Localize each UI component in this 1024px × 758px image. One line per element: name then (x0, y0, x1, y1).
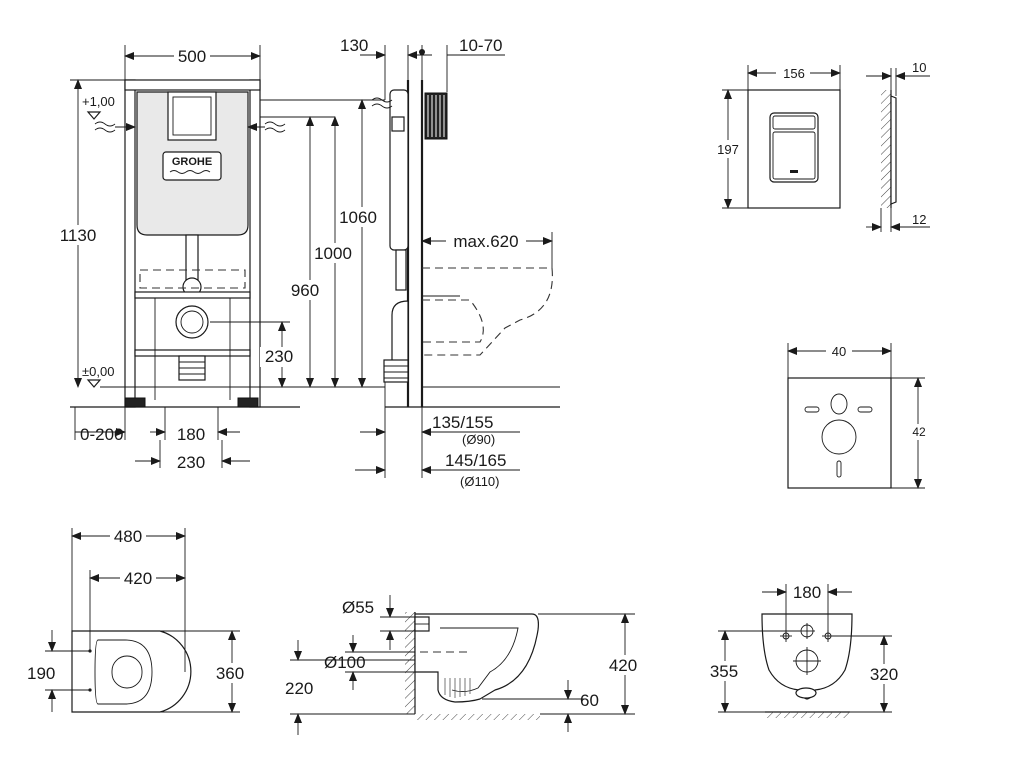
dim-10: 10 (912, 60, 926, 75)
frame-side-view: 130 10-70 max.620 135/155 (Ø90) 145/165 … (340, 36, 560, 489)
dim-960: 960 (291, 281, 319, 300)
left-foot (124, 397, 146, 408)
sound-insulation-pad: 40 42 (787, 342, 930, 489)
side-bowl-outline-dashed (422, 267, 553, 356)
flush-button-mark (790, 170, 798, 173)
bowl-top-view: 480 420 190 360 (27, 526, 248, 713)
grohe-logo-plate (162, 151, 222, 181)
drain-outlet-back (793, 647, 821, 675)
bowl-outline-dashed (139, 269, 246, 289)
dim-420-height: 420 (609, 656, 637, 675)
level-zero-mark (86, 379, 102, 388)
dim-10-70: 10-70 (459, 36, 502, 55)
flush-opening-inner (172, 96, 212, 136)
dim-180-bottom: 180 (177, 425, 205, 444)
bowl-side-inner (440, 627, 519, 693)
dim-d110: (Ø110) (460, 474, 500, 489)
dim-max-620: max.620 (453, 232, 518, 251)
back-floor-hatch (765, 712, 850, 718)
side-drain-bend (391, 300, 409, 372)
top-rail (124, 79, 261, 91)
pad-hole-right (857, 406, 873, 413)
flush-opening (167, 91, 217, 141)
pad-hole-top (830, 393, 848, 415)
dim-180-back: 180 (793, 583, 821, 602)
bowl-top-outline (71, 630, 192, 713)
dim-60: 60 (580, 691, 599, 710)
dim-480: 480 (114, 527, 142, 546)
dim-190: 190 (27, 664, 55, 683)
flush-button-outer (769, 112, 819, 183)
dim-220: 220 (285, 679, 313, 698)
pad-hole-left (804, 406, 820, 413)
dim-1130: 1130 (60, 226, 97, 245)
dim-0-200: 0-200 (80, 425, 123, 444)
dim-355: 355 (710, 662, 738, 681)
dim-1060: 1060 (339, 208, 377, 227)
side-bowl-inner-dashed (422, 299, 484, 343)
frame-front-view: GROHE +1,00 ±0,00 500 (56, 45, 385, 472)
bowl-side-view: Ø55 Ø100 220 420 60 (285, 595, 641, 735)
side-drain-socket (383, 359, 409, 383)
dim-1000: 1000 (314, 244, 352, 263)
dim-d90: (Ø90) (462, 432, 495, 447)
dim-135-155: 135/155 (432, 413, 493, 432)
side-water-inlet-icon (371, 97, 393, 109)
bowl-top-rim (94, 639, 153, 705)
level-zero-label: ±0,00 (82, 364, 114, 379)
pad-hole-drain (821, 419, 857, 455)
water-inlet-left-icon (94, 121, 116, 133)
flush-plate-side (890, 95, 897, 205)
dim-40: 40 (832, 344, 846, 359)
mounting-crossbar (134, 291, 251, 299)
dim-d100: Ø100 (324, 653, 366, 672)
side-floor-hatch (415, 714, 540, 720)
lower-crossbar (134, 349, 251, 357)
pad-slot (836, 460, 842, 478)
dim-500: 500 (178, 47, 206, 66)
dim-360: 360 (216, 664, 244, 683)
water-inlet-top (799, 623, 815, 639)
dim-197: 197 (717, 142, 739, 157)
flush-pipe (185, 234, 199, 281)
water-inlet-right-icon (264, 121, 286, 133)
side-wall-hatch (405, 612, 415, 714)
dim-420: 420 (124, 569, 152, 588)
flush-plate-drawing: 156 197 10 12 (712, 60, 930, 232)
sound-pad (787, 377, 892, 489)
dim-230-bottom: 230 (177, 453, 205, 472)
flush-plate-wall-hatch (881, 90, 891, 208)
side-pipe (395, 249, 407, 291)
dim-156: 156 (783, 66, 805, 81)
bowl-side-outline (414, 613, 539, 703)
level-top-mark (86, 111, 102, 120)
dim-130: 130 (340, 36, 368, 55)
dim-d55: Ø55 (342, 598, 374, 617)
bowl-back-foot (795, 687, 817, 699)
dim-320: 320 (870, 665, 898, 684)
dim-42: 42 (912, 425, 926, 439)
side-cistern (389, 89, 409, 251)
right-post (249, 79, 261, 408)
grohe-logo-waves (169, 170, 211, 174)
right-foot (237, 397, 259, 408)
flush-button-large (772, 131, 816, 180)
dim-12: 12 (912, 212, 926, 227)
side-valve (391, 116, 405, 132)
bowl-top-opening (111, 655, 143, 689)
dim-145-165: 145/165 (445, 451, 506, 470)
level-top-label: +1,00 (82, 94, 115, 109)
dim-230-height: 230 (265, 347, 293, 366)
left-post (124, 79, 136, 408)
flush-button-small (772, 115, 816, 130)
grohe-logo: GROHE (172, 156, 212, 168)
bowl-back-view: 180 355 320 (704, 583, 904, 718)
